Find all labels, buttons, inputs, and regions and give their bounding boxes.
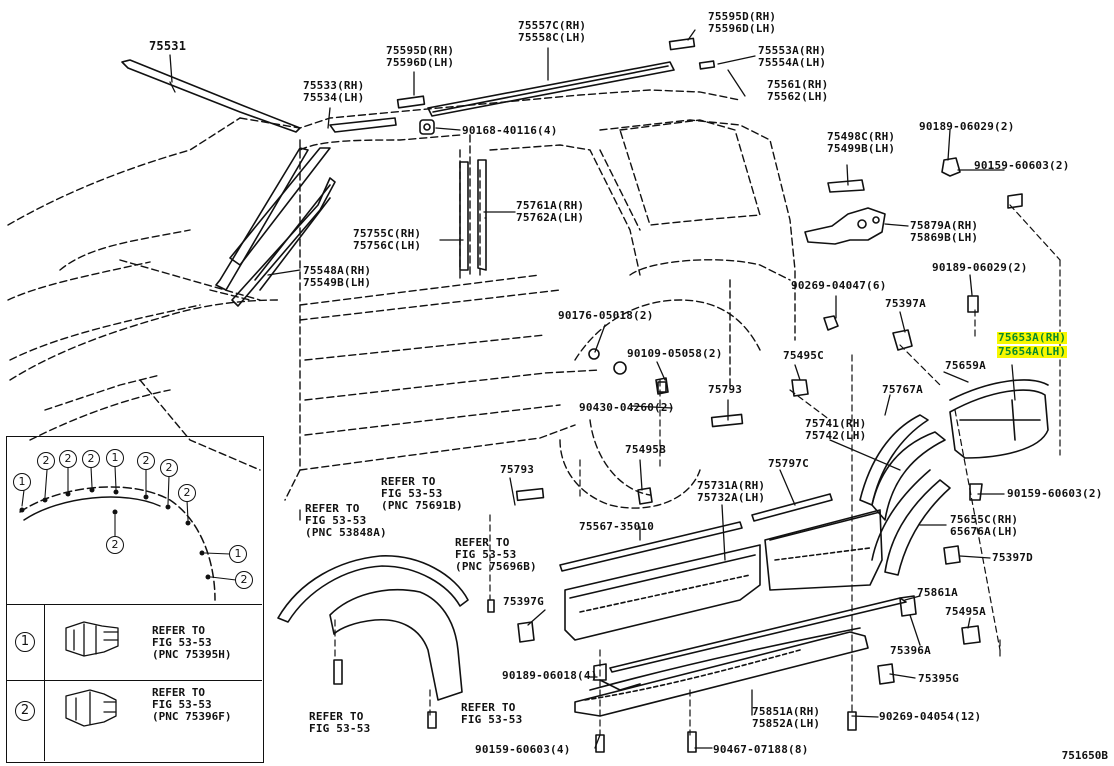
label-90159-2: 90159-60603(2): [1007, 487, 1103, 500]
legend-arc-callout-2: 2: [37, 452, 55, 470]
diagram-id: 751650B: [1061, 749, 1108, 762]
door-panel-75731a: [564, 544, 761, 641]
label-75557c: 75557C(RH) 75558C(LH): [518, 19, 587, 44]
rear-fender-flare-75741: [859, 414, 951, 576]
legend-arc-callout-2: 2: [178, 484, 196, 502]
label-75561: 75561(RH) 75562(LH): [767, 78, 829, 103]
legend-row-1-text: REFER TO FIG 53-53 (PNC 75395H): [152, 624, 232, 661]
label-75793-1: 75793: [708, 383, 743, 396]
badges: [487, 381, 744, 613]
refer-to-75696b: REFER TO FIG 53-53 (PNC 75696B): [455, 536, 537, 573]
label-75495a: 75495A: [945, 605, 986, 618]
legend-arc-callout-2: 2: [137, 452, 155, 470]
label-75397a: 75397A: [885, 297, 926, 310]
rear-bracket-75879a: [804, 179, 886, 245]
label-90159-1: 90159-60603(2): [974, 159, 1070, 172]
label-90109: 90109-05058(2): [627, 347, 723, 360]
label-75654a-lh-highlighted: 75654A(LH): [997, 345, 1068, 358]
refer-to-75691b: REFER TO FIG 53-53 (PNC 75691B): [381, 475, 463, 512]
label-90168: 90168-40116(4): [462, 124, 558, 137]
legend-arc-callout-2: 2: [106, 536, 124, 554]
label-75396a: 75396A: [890, 644, 931, 657]
legend-arc-sketch: [19, 486, 216, 601]
label-90467: 90467-07188(8): [713, 743, 809, 756]
assembly-dashed-lines: [334, 204, 1061, 736]
label-75397d: 75397D: [992, 551, 1033, 564]
label-75851a: 75851A(RH) 75852A(LH): [752, 705, 821, 730]
label-75567: 75567-35010: [579, 520, 655, 533]
label-90189-1: 90189-06029(2): [919, 120, 1015, 133]
label-75495c: 75495C: [783, 349, 824, 362]
label-90189-3: 90189-06018(4): [502, 669, 598, 682]
door-molding-75567: [559, 493, 833, 572]
legend-arc-leaders: [21, 465, 237, 581]
legend-arc-callout-2: 2: [235, 571, 253, 589]
legend-row-2-number: 2: [15, 701, 35, 721]
label-75595d-top: 75595D(RH) 75596D(LH): [708, 10, 777, 35]
label-90189-2: 90189-06029(2): [932, 261, 1028, 274]
label-75533: 75533(RH) 75534(LH): [303, 79, 365, 104]
label-75498c: 75498C(RH) 75499B(LH): [827, 130, 896, 155]
legend-arc-callout-1: 1: [106, 449, 124, 467]
refer-to-bottom-mid: REFER TO FIG 53-53: [461, 701, 523, 726]
label-75861a: 75861A: [917, 586, 958, 599]
clip-90168: [419, 119, 435, 135]
legend-clip-2-illustration: [65, 689, 117, 727]
legend-column-divider: [44, 604, 45, 761]
label-75595d: 75595D(RH) 75596D(LH): [386, 44, 455, 69]
legend-arc-points: [19, 487, 211, 580]
label-90269-1: 90269-04047(6): [791, 279, 887, 292]
label-75654a-lh-text: 75654A(LH): [998, 345, 1067, 358]
label-90176: 90176-05018(2): [558, 309, 654, 322]
label-75761a: 75761A(RH) 75762A(LH): [516, 199, 585, 224]
refer-to-53848a: REFER TO FIG 53-53 (PNC 53848A): [305, 502, 387, 539]
label-75653a-rh-highlighted: 75653A(RH): [997, 331, 1068, 344]
label-75793-2: 75793: [500, 463, 535, 476]
label-75755c: 75755C(RH) 75756C(LH): [353, 227, 422, 252]
roof-moldings: [121, 37, 716, 307]
legend-arc-callout-1: 1: [13, 473, 31, 491]
legend-divider-1: [6, 604, 262, 605]
label-75797c: 75797C: [768, 457, 809, 470]
legend-arc-callout-1: 1: [229, 545, 247, 563]
label-75655c: 75655C(RH) 65676A(LH): [950, 513, 1019, 538]
label-75741: 75741(RH) 75742(LH): [805, 417, 867, 442]
label-75659a: 75659A: [945, 359, 986, 372]
label-75495b: 75495B: [625, 443, 666, 456]
label-90159-3: 90159-60603(4): [475, 743, 571, 756]
legend-arc-callout-2: 2: [160, 459, 178, 477]
legend-arc-callout-2: 2: [82, 450, 100, 468]
rocker-panel-75851a: [574, 597, 907, 717]
legend-row-1-number: 1: [15, 632, 35, 652]
label-75731a: 75731A(RH) 75732A(LH): [697, 479, 766, 504]
label-90430: 90430-04260(2): [579, 401, 675, 414]
label-90269-2: 90269-04054(12): [879, 710, 982, 723]
quarter-panel-75655c: [764, 509, 883, 591]
legend-row-2-text: REFER TO FIG 53-53 (PNC 75396F): [152, 686, 232, 723]
front-fender-flare: [277, 555, 469, 701]
label-75767a: 75767A: [882, 383, 923, 396]
label-75879a: 75879A(RH) 75869B(LH): [910, 219, 979, 244]
label-75548a: 75548A(RH) 75549B(LH): [303, 264, 372, 289]
label-75397g: 75397G: [503, 595, 544, 608]
legend-frame: [6, 436, 264, 763]
legend-divider-2: [6, 680, 262, 681]
label-75553a: 75553A(RH) 75554A(LH): [758, 44, 827, 69]
label-75395g: 75395G: [918, 672, 959, 685]
rear-fender-75653a: [949, 379, 1049, 459]
legend-clip-1-illustration: [65, 621, 119, 657]
legend-arc-callout-2: 2: [59, 450, 77, 468]
label-75653a-rh-text: 75653A(RH): [998, 331, 1067, 344]
label-75531: 75531: [149, 39, 187, 53]
refer-to-bottom-left: REFER TO FIG 53-53: [309, 710, 371, 735]
fasteners-right: [333, 157, 1023, 753]
